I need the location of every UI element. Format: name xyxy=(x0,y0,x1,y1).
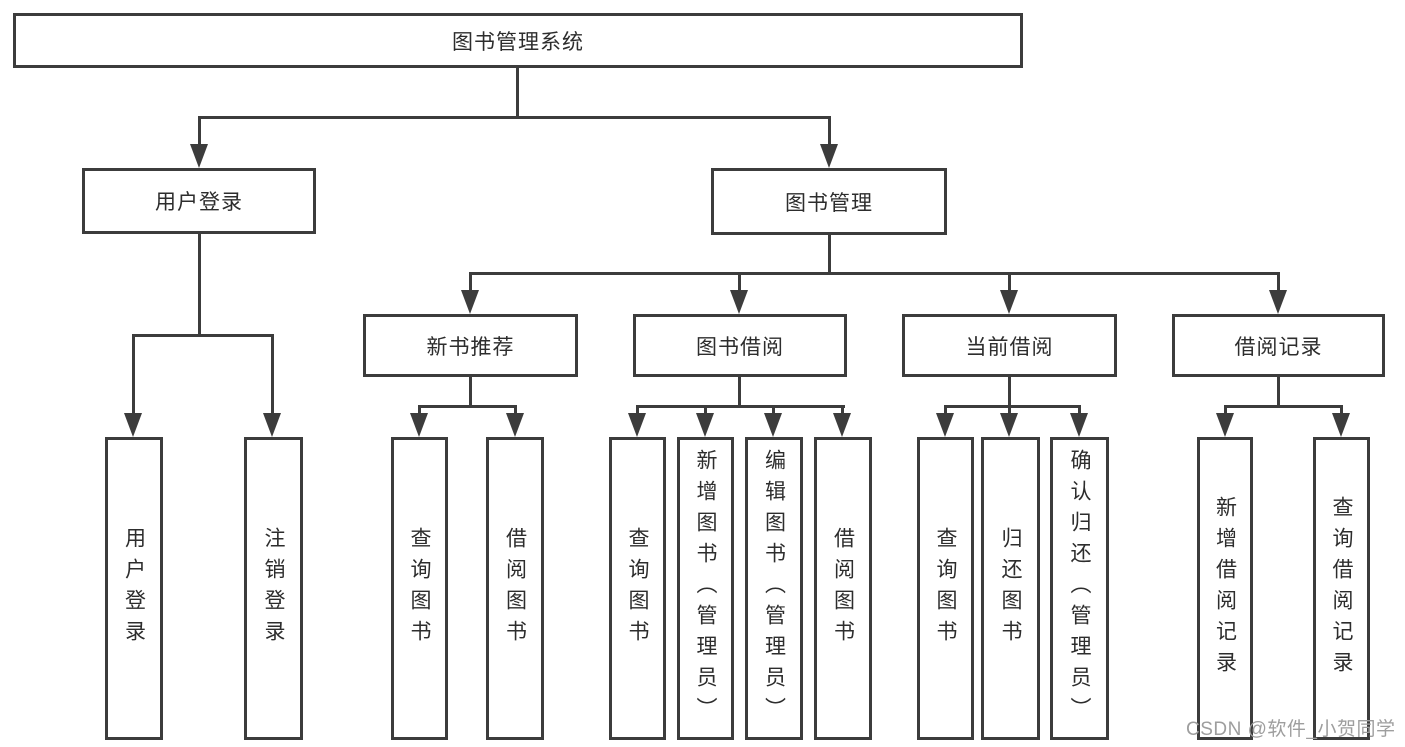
leaf-query-borrow-record: 查询借阅记录 xyxy=(1313,437,1370,740)
connector-line xyxy=(636,405,845,408)
leaf-confirm-return-admin: 确认归还（管理员） xyxy=(1050,437,1109,740)
leaf-user-login: 用户登录 xyxy=(105,437,163,740)
leaf-borrow-book-recommend: 借阅图书 xyxy=(486,437,544,740)
arrowhead xyxy=(1269,290,1287,314)
arrowhead xyxy=(1070,413,1088,437)
leaf-add-book-admin: 新增图书（管理员） xyxy=(677,437,734,740)
connector-line xyxy=(841,405,844,419)
connector-line xyxy=(944,405,1081,408)
leaf-logout-label: 注销登录 xyxy=(262,526,285,651)
arrowhead xyxy=(1000,413,1018,437)
leaf-confirm-return-admin-label: 确认归还（管理员） xyxy=(1068,449,1091,728)
connector-line xyxy=(418,405,421,419)
connector-line xyxy=(828,116,831,150)
leaf-query-book-borrow: 查询图书 xyxy=(609,437,666,740)
leaf-borrow-book-label: 借阅图书 xyxy=(831,526,855,651)
connector-line xyxy=(198,116,201,150)
node-borrow-record: 借阅记录 xyxy=(1172,314,1385,377)
arrowhead xyxy=(764,413,782,437)
leaf-return-book-label: 归还图书 xyxy=(999,526,1022,651)
node-new-book-recommend-label: 新书推荐 xyxy=(426,335,515,359)
arrowhead xyxy=(263,413,281,437)
connector-line xyxy=(828,235,831,275)
connector-line xyxy=(1008,377,1011,408)
root-node-library-management-system: 图书管理系统 xyxy=(13,13,1023,68)
leaf-query-book-current: 查询图书 xyxy=(917,437,974,740)
connector-line xyxy=(469,272,1280,275)
connector-line xyxy=(1224,405,1343,408)
connector-line xyxy=(1078,405,1081,419)
connector-line xyxy=(198,116,831,119)
connector-line xyxy=(1277,377,1280,408)
leaf-query-book-recommend-label: 查询图书 xyxy=(408,526,431,651)
connector-line xyxy=(516,68,519,119)
arrowhead xyxy=(190,144,208,168)
arrowhead xyxy=(410,413,428,437)
connector-line xyxy=(1340,405,1343,419)
connector-line xyxy=(1224,405,1227,419)
connector-line xyxy=(469,272,472,294)
leaf-add-borrow-record: 新增借阅记录 xyxy=(1197,437,1253,740)
node-book-borrow-label: 图书借阅 xyxy=(696,335,784,359)
arrowhead xyxy=(461,290,479,314)
connector-line xyxy=(514,405,517,419)
leaf-query-book-recommend: 查询图书 xyxy=(391,437,448,740)
arrowhead xyxy=(506,413,524,437)
leaf-return-book: 归还图书 xyxy=(981,437,1040,740)
root-node-label: 图书管理系统 xyxy=(452,30,584,54)
leaf-user-login-label: 用户登录 xyxy=(122,526,146,651)
node-current-borrow: 当前借阅 xyxy=(902,314,1117,377)
connector-line xyxy=(132,334,135,416)
connector-line xyxy=(271,334,274,416)
leaf-borrow-book-recommend-label: 借阅图书 xyxy=(503,526,527,651)
node-book-management: 图书管理 xyxy=(711,168,947,235)
leaf-add-borrow-record-label: 新增借阅记录 xyxy=(1213,495,1237,682)
connector-line xyxy=(418,405,517,408)
arrowhead xyxy=(936,413,954,437)
node-new-book-recommend: 新书推荐 xyxy=(363,314,578,377)
leaf-borrow-book: 借阅图书 xyxy=(814,437,872,740)
leaf-query-book-borrow-label: 查询图书 xyxy=(626,526,649,651)
connector-line xyxy=(738,272,741,294)
node-current-borrow-label: 当前借阅 xyxy=(965,335,1054,359)
arrowhead xyxy=(124,413,142,437)
arrowhead xyxy=(696,413,714,437)
connector-line xyxy=(198,234,201,336)
connector-line xyxy=(469,377,472,408)
node-user-login-label: 用户登录 xyxy=(155,191,243,214)
csdn-watermark: CSDN @软件_小贺同学 xyxy=(1186,719,1396,740)
leaf-logout: 注销登录 xyxy=(244,437,303,740)
connector-line xyxy=(772,405,775,419)
leaf-query-book-current-label: 查询图书 xyxy=(934,526,957,651)
connector-line xyxy=(1008,272,1011,294)
arrowhead xyxy=(1332,413,1350,437)
leaf-edit-book-admin-label: 编辑图书（管理员） xyxy=(762,449,786,728)
connector-line xyxy=(132,334,274,337)
arrowhead xyxy=(1216,413,1234,437)
connector-line xyxy=(636,405,639,419)
connector-line xyxy=(1008,405,1011,419)
arrowhead xyxy=(1000,290,1018,314)
arrowhead xyxy=(820,144,838,168)
node-book-management-label: 图书管理 xyxy=(785,191,873,215)
connector-line xyxy=(944,405,947,419)
leaf-edit-book-admin: 编辑图书（管理员） xyxy=(745,437,803,740)
arrowhead xyxy=(833,413,851,437)
node-user-login: 用户登录 xyxy=(82,168,316,234)
leaf-add-book-admin-label: 新增图书（管理员） xyxy=(694,449,717,728)
node-book-borrow: 图书借阅 xyxy=(633,314,847,377)
arrowhead xyxy=(730,290,748,314)
leaf-query-borrow-record-label: 查询借阅记录 xyxy=(1330,495,1353,682)
connector-line xyxy=(704,405,707,419)
arrowhead xyxy=(628,413,646,437)
connector-line xyxy=(738,377,741,408)
node-borrow-record-label: 借阅记录 xyxy=(1234,335,1323,359)
connector-line xyxy=(1277,272,1280,294)
